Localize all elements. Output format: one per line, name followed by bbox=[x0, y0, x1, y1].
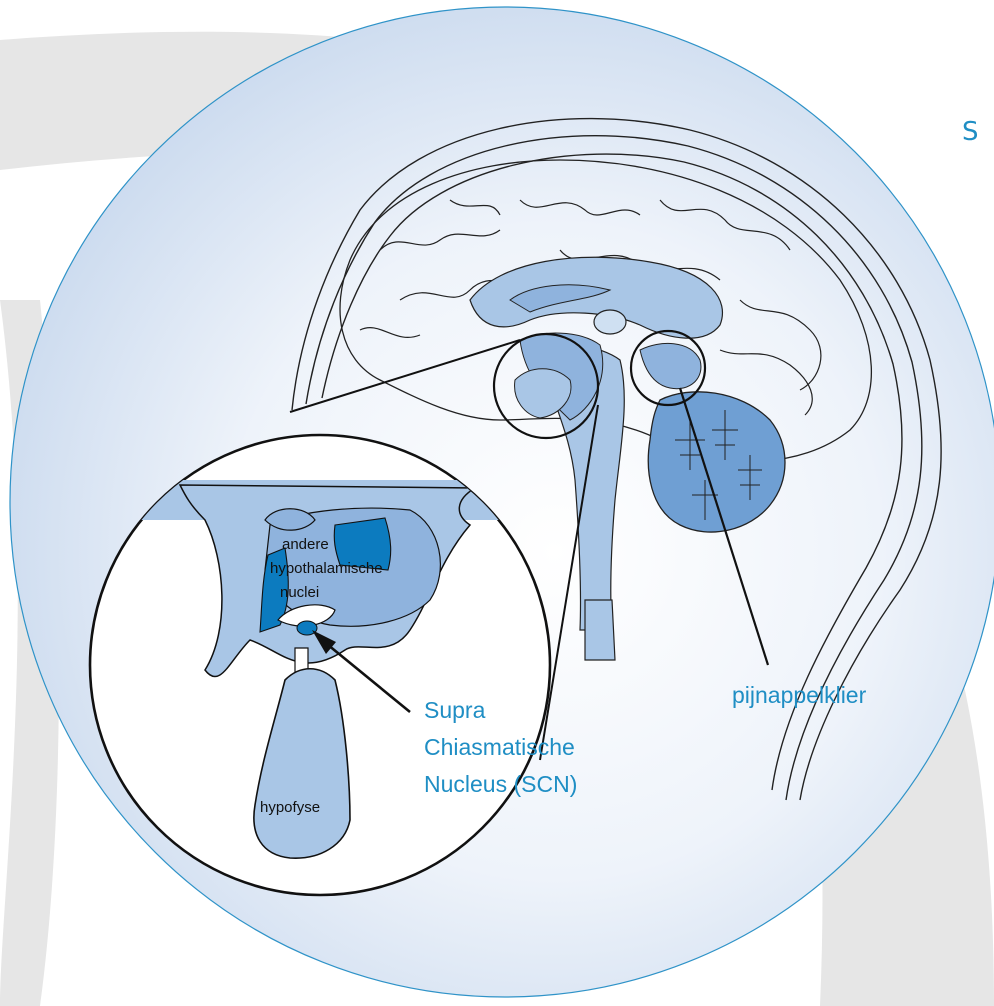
other-nuclei-line-3: nuclei bbox=[280, 584, 319, 601]
other-nuclei-line-2: hypothalamische bbox=[270, 560, 383, 577]
pituitary-label: hypofyse bbox=[260, 799, 320, 816]
spinal-cord bbox=[585, 600, 615, 660]
thalamus bbox=[594, 310, 626, 334]
other-nuclei-line-1: andere bbox=[282, 536, 329, 553]
scn-line-2: Chiasmatische bbox=[424, 734, 575, 760]
scn-line-3: Nucleus (SCN) bbox=[424, 771, 577, 797]
corner-letter: S bbox=[962, 117, 979, 147]
scn-line-1: Supra bbox=[424, 697, 486, 723]
pineal-label: pijnappelklier bbox=[732, 682, 867, 708]
